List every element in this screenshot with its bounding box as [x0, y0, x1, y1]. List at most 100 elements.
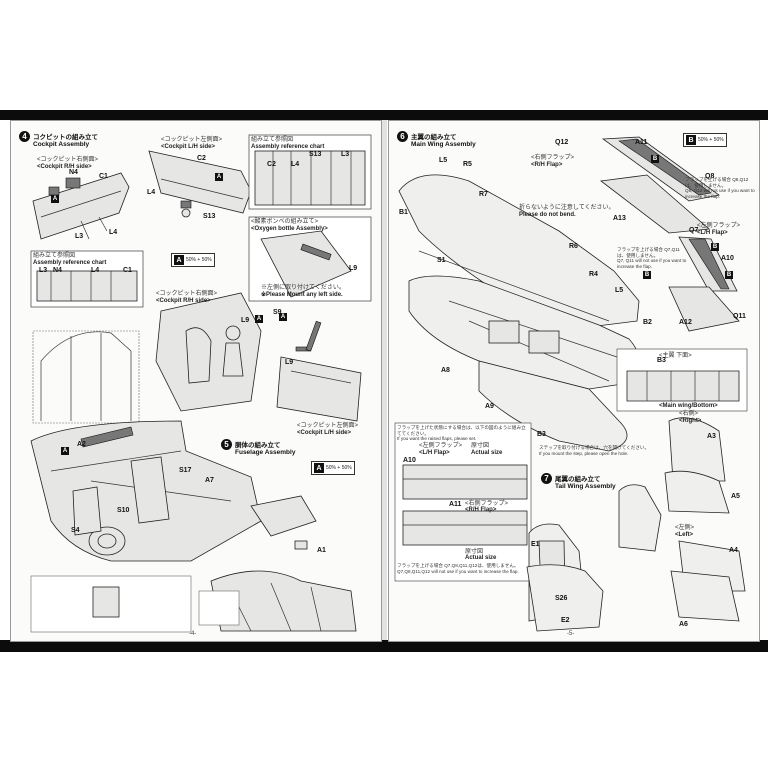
part-label: S10 [117, 507, 130, 514]
section-number: 4 [19, 131, 30, 142]
color-ref-badge: B [651, 155, 659, 163]
rh-flap-jp: <右側フラップ> [531, 155, 575, 161]
section-title-en: Tail Wing Assembly [555, 483, 616, 490]
cockpit-lh-en: <Cockpit L/H side> [161, 144, 216, 150]
section-tail-wing: 7 尾翼の組み立て Tail Wing Assembly [541, 473, 616, 490]
cockpit-lh-side-panel [276, 356, 362, 422]
flap-q7-jp: フラップを上げる場合 Q7,Q11は、使用しません。 [617, 247, 680, 258]
part-label: A10 [721, 255, 734, 262]
left-side-en: <Left> [675, 532, 694, 538]
raised-flap-frame [394, 422, 532, 582]
cockpit-lh-panel [148, 150, 252, 214]
lh-flap2-en: <L/H Flap> [419, 450, 450, 456]
part-label: A11 [449, 501, 462, 508]
flap-up-note: フラップを上げる場合 Q7,Q8,Q11,Q12は、使用しません。 Q7,Q8,… [397, 563, 527, 574]
flap-actual-size-rh [402, 510, 528, 546]
cockpit-rh-jp: <コックピット右側面> [37, 157, 99, 163]
part-label: C2 [197, 155, 206, 162]
color-callout-a-2: A 50% + 50% [311, 461, 355, 475]
section-number: 5 [221, 439, 232, 450]
step-en: If you mount the step, please open the h… [539, 450, 629, 456]
part-label: R7 [479, 191, 488, 198]
flap-q7-note: フラップを上げる場合 Q7,Q11は、使用しません。 Q7, Q11 will … [617, 247, 687, 269]
color-mix: 50% + 50% [698, 137, 724, 143]
color-callout-b: B 50% + 50% [683, 133, 727, 147]
flap-up-en: Q7,Q8,Q11,Q12 will not use if you want t… [397, 568, 519, 574]
step-jp: ステップを取り付ける場合は、穴を開けてください。 [539, 445, 650, 450]
part-label: R5 [463, 161, 472, 168]
part-label: S9 [273, 309, 282, 316]
section-title-jp: コクピットの組み立て [33, 134, 98, 141]
part-label: R4 [589, 271, 598, 278]
section-number: 7 [541, 473, 552, 484]
right-page-drawings [394, 136, 748, 632]
part-label: S26 [555, 595, 568, 602]
flap-up-jp: フラップを上げる場合 Q7,Q8,Q11,Q12は、使用しません。 [397, 563, 519, 568]
part-label: R6 [569, 243, 578, 250]
part-label: L3 [75, 233, 84, 240]
part-label: L5 [439, 157, 448, 164]
color-ref-badge: B [643, 271, 651, 279]
part-label: C2 [267, 161, 276, 168]
oxygen-note-en: ※Please Mount any left side. [261, 292, 343, 298]
no-bend-en: Please do not bend. [519, 212, 576, 218]
part-label: A3 [707, 433, 716, 440]
page-number: -5- [567, 631, 575, 637]
part-label: B1 [399, 209, 408, 216]
flap-lh-lower [668, 286, 740, 332]
part-label: S17 [179, 467, 192, 474]
cockpit-rh-panel [32, 172, 130, 240]
part-label: Q12 [555, 139, 569, 146]
elevator-right-top [668, 417, 726, 482]
color-letter: A [174, 255, 184, 265]
rudder [618, 484, 662, 552]
lh-flap-en: <L/H Flap> [697, 230, 728, 236]
raised-flap-jp: フラップを上げた状態にする場合は、以下の図のように組み立ててください。 [397, 425, 526, 436]
page-gutter [381, 120, 387, 640]
part-label: N4 [53, 267, 62, 274]
bottom-scan-band [0, 640, 768, 652]
cockpit-rh2-jp: <コックピット右側面> [156, 291, 218, 297]
actual-size2-jp: 原寸図 [465, 549, 484, 555]
section-title-jp: 尾翼の組み立て [555, 476, 601, 483]
no-bend-jp: 折らないように注意してください。 [519, 205, 615, 211]
part-label: B3 [537, 431, 546, 438]
part-label: L3 [341, 151, 350, 158]
right-page: 6 主翼の組み立て Main Wing Assembly <右側フラップ> <R… [388, 120, 760, 642]
section-title-en: Cockpit Assembly [33, 141, 90, 148]
section-title-jp: 主翼の組み立て [411, 134, 457, 141]
part-label: S1 [437, 257, 446, 264]
section-title-en: Fuselage Assembly [235, 449, 296, 456]
oxygen-bottle-jp: <酸素ボンベの組み立て> [251, 219, 319, 225]
oxygen-bottle-en: <Oxygen bottle Assembly> [251, 226, 328, 232]
section-title-en: Main Wing Assembly [411, 141, 476, 148]
part-label: S13 [309, 151, 322, 158]
cockpit-lh-jp: <コックピット左側面> [161, 137, 223, 143]
top-scan-band [0, 110, 768, 120]
part-label: A8 [441, 367, 450, 374]
part-label: S13 [203, 213, 216, 220]
part-label: A2 [77, 441, 86, 448]
raised-flap-note: フラップを上げた状態にする場合は、以下の図のように組み立ててください。 If y… [397, 425, 527, 442]
part-label: Q8 [705, 173, 715, 180]
section-fuselage: 5 胴体の組み立て Fuselage Assembly [221, 439, 295, 456]
left-side-jp: <左側> [675, 525, 695, 531]
rh-flap2-jp: <右側フラップ> [465, 501, 509, 507]
actual-size2-en: Actual size [465, 555, 497, 561]
part-label: A13 [613, 215, 626, 222]
part-label: A7 [205, 477, 214, 484]
part-label: A6 [679, 621, 688, 628]
section-main-wing: 6 主翼の組み立て Main Wing Assembly [397, 131, 476, 148]
elevator-left-bottom [670, 570, 740, 622]
rh-flap-en: <R/H Flap> [531, 162, 563, 168]
color-ref-badge: B [725, 271, 733, 279]
part-label: L4 [109, 229, 118, 236]
main-wing-bottom-en: <Main wing/Bottom> [659, 403, 718, 409]
part-label: A12 [679, 319, 692, 326]
cockpit-lh2-en: <Cockpit L/H side> [297, 430, 352, 436]
lh-flap2-jp: <左側フラップ> [419, 443, 463, 449]
color-ref-badge: A [279, 313, 287, 321]
oxygen-note-jp: ※左側に取り付けてください。 [261, 285, 345, 291]
flap-actual-size-lh [402, 464, 528, 500]
